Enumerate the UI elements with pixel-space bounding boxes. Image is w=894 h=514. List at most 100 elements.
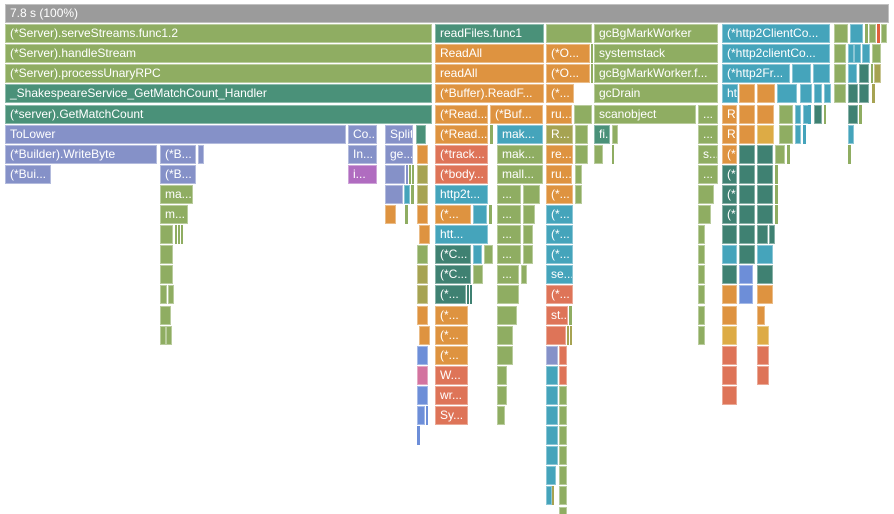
flame-frame[interactable] (777, 84, 797, 104)
flame-frame[interactable] (497, 345, 513, 365)
flame-frame[interactable]: ReadAll (435, 44, 544, 64)
flame-frame[interactable] (834, 24, 848, 44)
flame-frame[interactable] (575, 164, 582, 184)
flame-frame[interactable]: (*... (435, 305, 468, 325)
flame-frame[interactable]: ru... (546, 164, 572, 184)
flame-frame[interactable] (546, 406, 558, 425)
flame-frame[interactable]: htt... (722, 84, 738, 104)
flame-frame[interactable] (698, 184, 714, 204)
flame-frame[interactable] (722, 265, 737, 285)
flame-frame[interactable] (859, 64, 869, 84)
flame-frame[interactable] (757, 205, 773, 224)
flame-frame[interactable] (198, 144, 204, 164)
flame-frame[interactable] (779, 124, 793, 144)
flame-frame[interactable]: Split (385, 124, 413, 144)
flame-frame[interactable]: i... (348, 164, 377, 184)
flame-frame[interactable] (757, 305, 765, 325)
flame-frame[interactable] (473, 245, 482, 265)
flame-frame[interactable]: (*... (546, 184, 573, 204)
flame-frame[interactable] (160, 225, 173, 245)
flame-frame[interactable]: readFiles.func1 (435, 24, 544, 44)
flame-frame[interactable]: se... (546, 265, 573, 285)
flame-frame[interactable]: (*B... (160, 164, 196, 184)
flame-frame[interactable] (739, 184, 755, 204)
flame-frame[interactable] (575, 124, 588, 144)
flame-frame[interactable] (574, 104, 592, 124)
flame-frame[interactable] (824, 104, 826, 124)
flame-frame[interactable] (419, 225, 430, 245)
flame-frame[interactable] (698, 245, 705, 265)
flame-frame[interactable] (848, 104, 858, 124)
flame-frame[interactable] (575, 184, 582, 204)
flame-frame[interactable] (559, 506, 567, 514)
flame-frame[interactable] (546, 486, 552, 506)
flame-frame[interactable]: (*... (435, 285, 466, 305)
flame-frame[interactable]: (*... (435, 345, 468, 365)
flame-frame[interactable] (559, 345, 567, 365)
flame-frame[interactable]: R... (546, 124, 573, 144)
flame-frame[interactable] (722, 225, 737, 245)
flame-frame[interactable]: (*Read... (435, 124, 488, 144)
flame-frame[interactable]: st... (546, 305, 568, 325)
flame-frame[interactable] (497, 325, 513, 345)
flame-frame[interactable]: (*... (435, 325, 468, 345)
flame-frame[interactable] (808, 104, 811, 124)
flame-frame[interactable] (406, 164, 408, 184)
flame-frame[interactable] (848, 124, 854, 144)
flame-frame[interactable]: (*... (435, 205, 471, 224)
flame-frame[interactable] (698, 305, 705, 325)
flame-frame[interactable]: (*http2Fr... (722, 64, 790, 84)
flame-frame[interactable] (546, 345, 558, 365)
flame-frame[interactable]: ... (497, 265, 519, 285)
flame-frame[interactable] (419, 325, 430, 345)
flame-frame[interactable] (385, 205, 396, 224)
flame-frame[interactable] (546, 365, 558, 385)
flame-frame[interactable] (775, 184, 778, 204)
flame-frame[interactable]: gcDrain (594, 84, 718, 104)
flame-frame[interactable] (739, 265, 753, 285)
flame-frame[interactable]: mall... (497, 164, 543, 184)
flame-frame[interactable] (559, 486, 567, 506)
flame-frame[interactable]: ru... (546, 104, 572, 124)
flame-frame[interactable] (874, 64, 881, 84)
flame-frame[interactable]: ... (497, 205, 521, 224)
flame-frame[interactable] (473, 205, 487, 224)
flame-frame[interactable]: (*Server).handleStream (5, 44, 432, 64)
flame-frame[interactable]: ... (497, 225, 521, 245)
flame-frame[interactable]: ... (497, 184, 521, 204)
flame-frame[interactable] (385, 184, 403, 204)
flame-frame[interactable] (834, 64, 846, 84)
flame-frame[interactable] (739, 104, 755, 124)
flame-frame[interactable] (814, 84, 822, 104)
flame-frame[interactable] (877, 24, 880, 44)
flame-frame[interactable] (757, 104, 774, 124)
flame-frame[interactable] (559, 426, 567, 446)
flame-frame[interactable]: (*C... (435, 265, 471, 285)
flame-frame[interactable] (698, 225, 705, 245)
flame-frame[interactable]: (*... (546, 84, 574, 104)
flame-frame[interactable]: gcBgMarkWorker (594, 24, 718, 44)
flame-frame[interactable]: mak... (497, 144, 543, 164)
flame-frame[interactable]: (*C... (722, 184, 737, 204)
flame-frame[interactable]: ... (497, 245, 521, 265)
flame-frame[interactable]: (*body... (435, 164, 488, 184)
flame-frame[interactable] (722, 325, 737, 345)
flame-frame[interactable] (417, 144, 428, 164)
flame-frame[interactable] (559, 446, 567, 466)
flame-frame[interactable]: Re... (722, 104, 737, 124)
flame-frame[interactable] (552, 486, 554, 506)
flame-frame[interactable] (426, 406, 428, 425)
flame-frame[interactable] (178, 225, 180, 245)
flame-frame[interactable] (497, 385, 507, 405)
flame-frame[interactable]: mak... (497, 124, 543, 144)
flame-frame[interactable] (739, 124, 755, 144)
flame-frame[interactable] (848, 84, 858, 104)
flame-frame[interactable] (484, 245, 493, 265)
flame-frame[interactable]: (*Server).serveStreams.func1.2 (5, 24, 432, 44)
flame-frame[interactable]: Co... (348, 124, 377, 144)
flame-frame[interactable]: (*Buf... (490, 104, 543, 124)
flame-frame[interactable] (757, 124, 774, 144)
flame-frame[interactable]: Re... (722, 124, 737, 144)
flame-frame[interactable] (872, 44, 881, 64)
flame-frame[interactable]: (*Bui... (5, 164, 51, 184)
